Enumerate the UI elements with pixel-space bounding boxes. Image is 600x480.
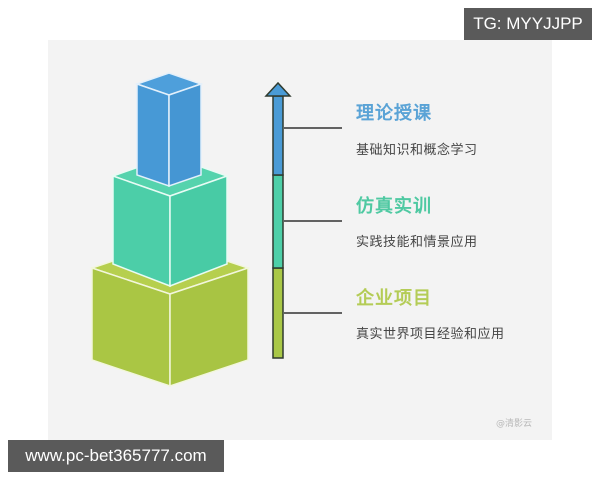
level-title-theory: 理论授课: [356, 103, 432, 124]
level-title-simulation: 仿真实训: [356, 196, 432, 217]
block-top-theory: [134, 72, 204, 188]
watermark-text: @清影云: [496, 419, 533, 429]
level-desc-theory: 基础知识和概念学习: [356, 143, 478, 158]
url-badge: www.pc-bet365777.com: [8, 440, 224, 472]
level-title-enterprise: 企业项目: [356, 288, 432, 309]
progress-arrow: [264, 81, 292, 359]
level-desc-simulation: 实践技能和情景应用: [356, 235, 478, 250]
tg-contact-badge: TG: MYYJJPP: [464, 8, 592, 40]
arrow-up-icon: [264, 81, 292, 97]
level-desc-enterprise: 真实世界项目经验和应用: [356, 327, 505, 342]
